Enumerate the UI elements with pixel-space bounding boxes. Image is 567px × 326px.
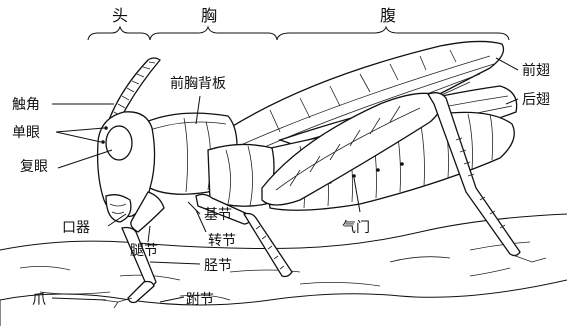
label-compound-eye: 复眼 <box>20 158 48 175</box>
label-mouthparts: 口器 <box>62 220 90 236</box>
region-label-abdomen: 腹 <box>380 6 396 25</box>
label-spiracle: 气门 <box>342 220 370 236</box>
label-tibia: 胫节 <box>204 258 232 274</box>
label-femur: 腿节 <box>130 243 158 259</box>
label-hindwing: 后翅 <box>522 92 550 108</box>
label-antenna: 触角 <box>12 97 40 113</box>
label-forewing: 前翅 <box>522 62 550 79</box>
region-brackets <box>88 27 509 40</box>
label-coxa: 基节 <box>204 206 232 223</box>
label-claw: 爪 <box>32 292 46 308</box>
label-simple-eye: 单眼 <box>12 125 40 141</box>
region-label-head: 头 <box>112 6 128 25</box>
label-tarsus: 跗节 <box>186 292 214 308</box>
label-pronotum: 前胸背板 <box>170 75 226 92</box>
label-trochanter: 转节 <box>208 233 236 249</box>
region-label-thorax: 胸 <box>201 6 217 25</box>
